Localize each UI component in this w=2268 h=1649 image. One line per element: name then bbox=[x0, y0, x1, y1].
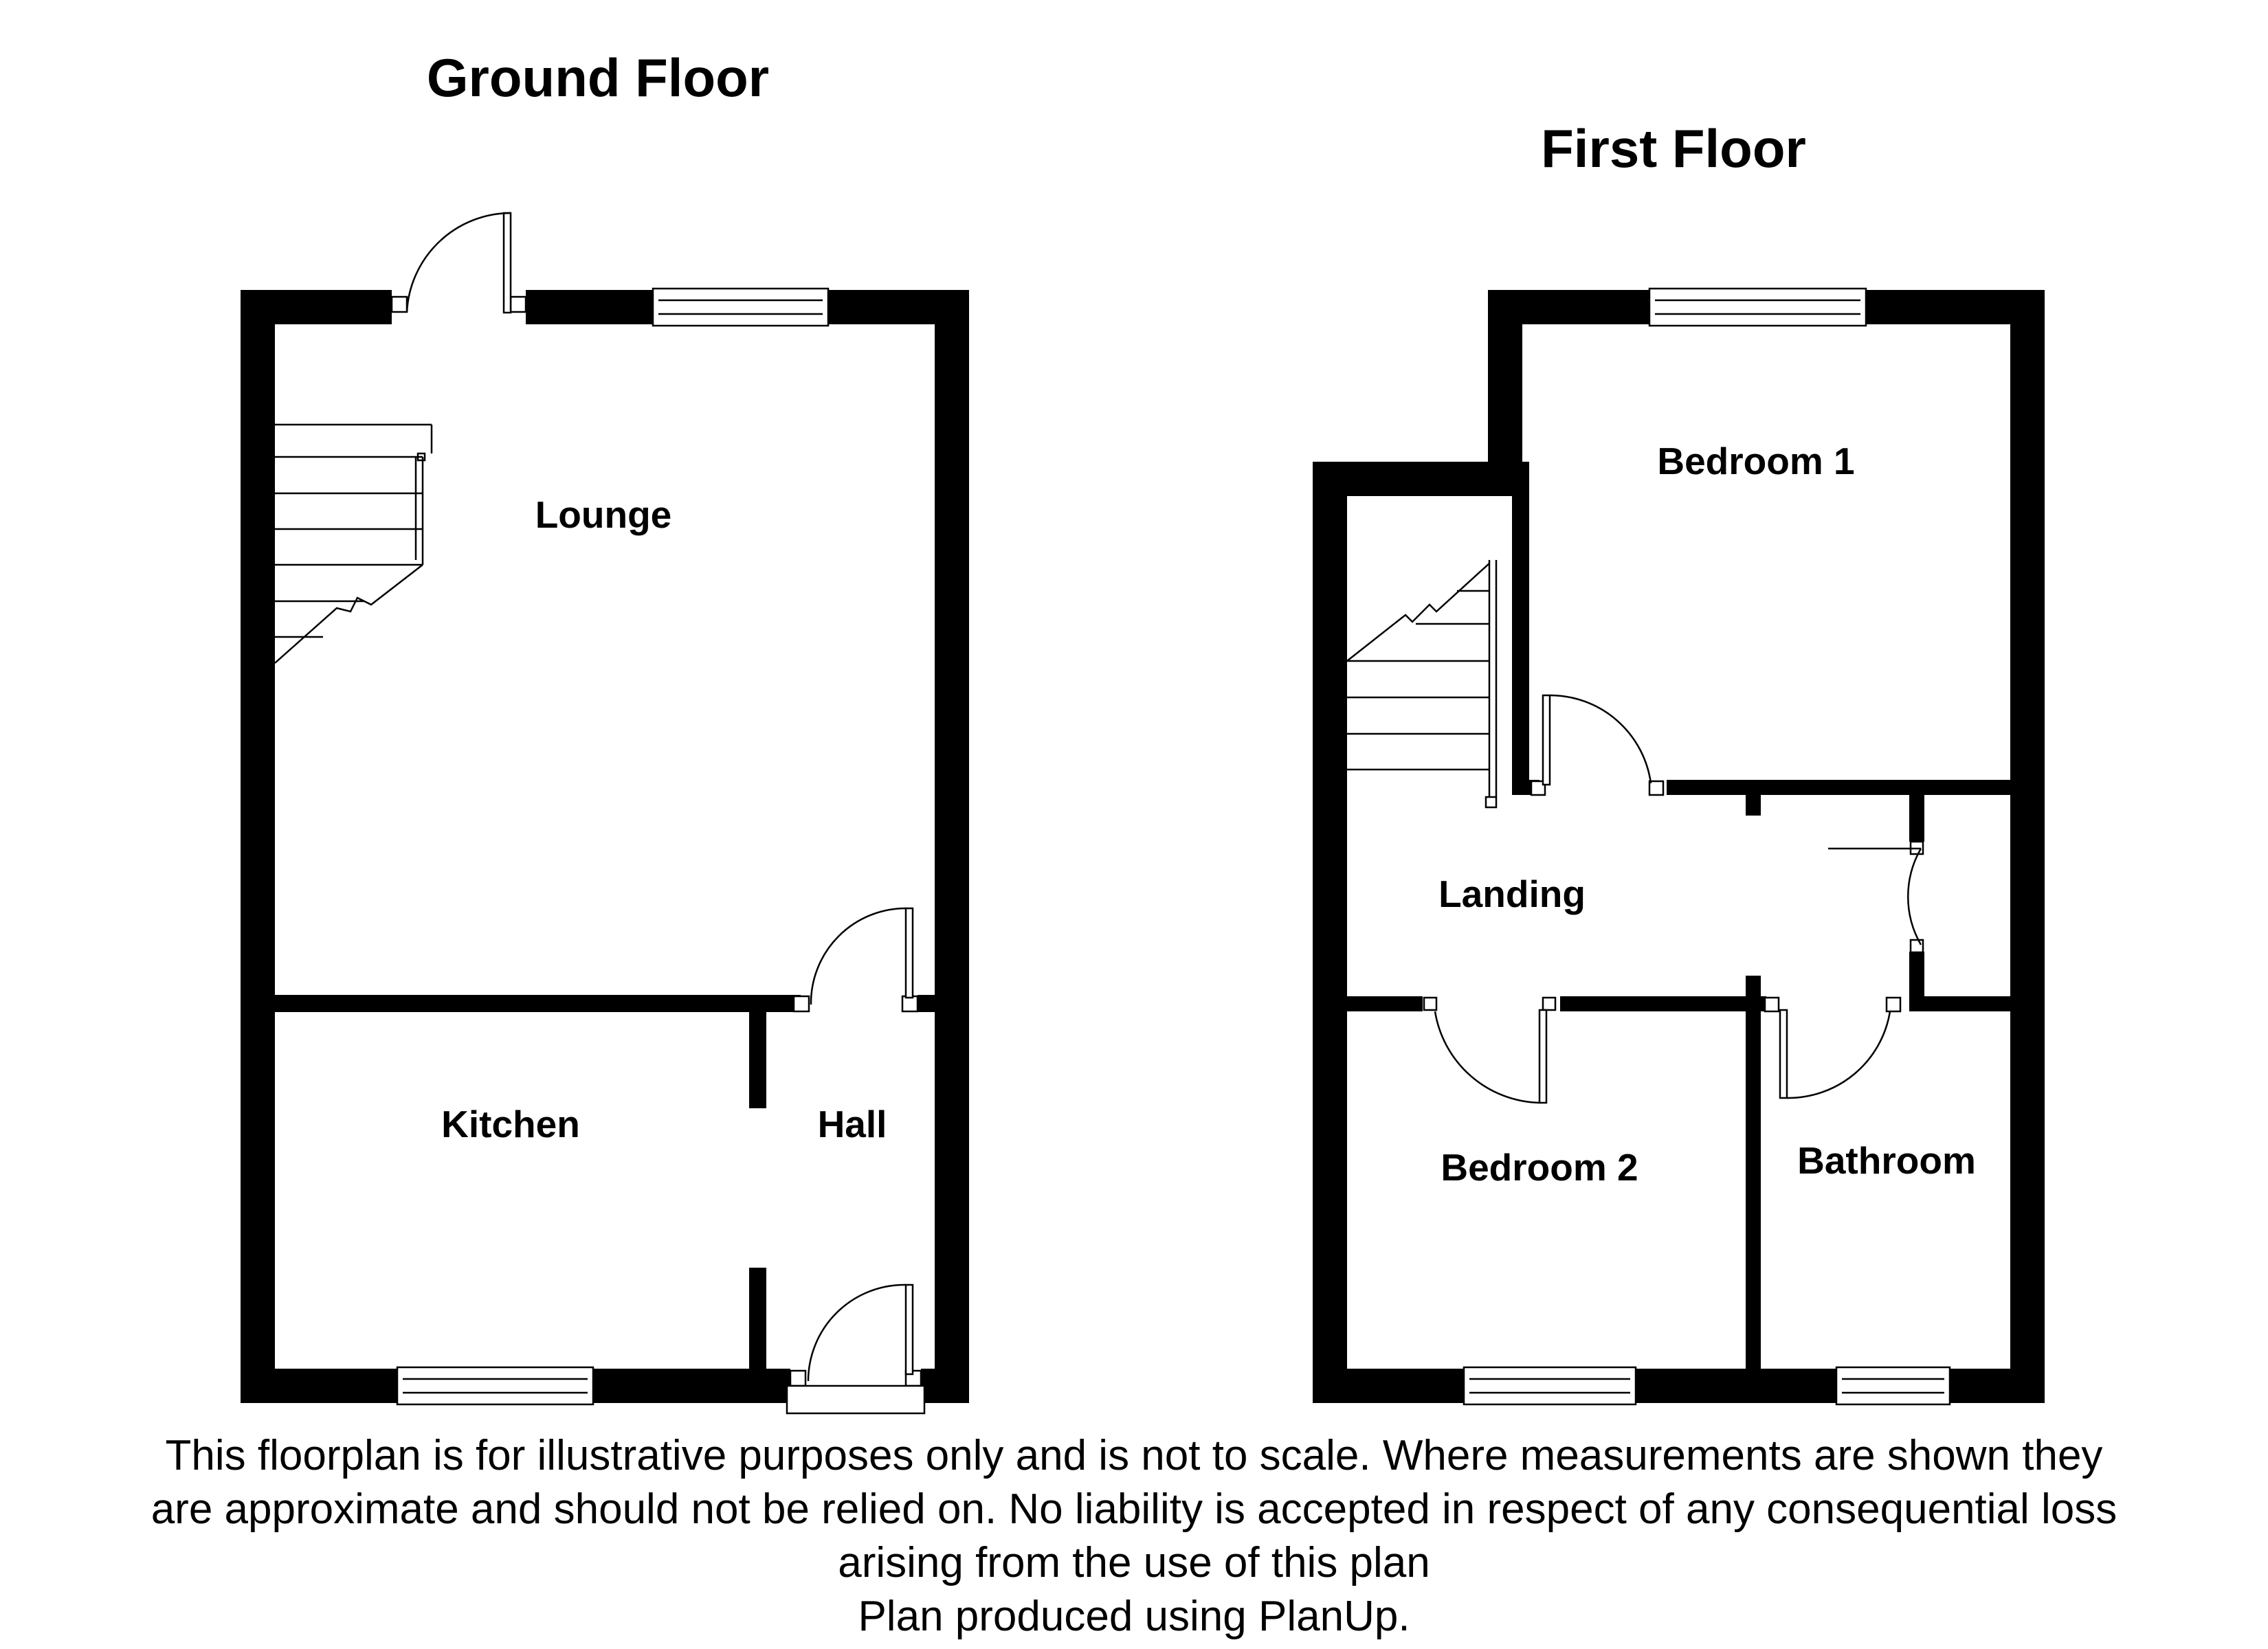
bedroom2-label: Bedroom 2 bbox=[1441, 1146, 1638, 1189]
ground-staircase bbox=[274, 423, 433, 664]
bedroom1-label: Bedroom 1 bbox=[1657, 440, 1854, 482]
lounge-label: Lounge bbox=[535, 493, 672, 536]
disclaimer-line: Plan produced using PlanUp. bbox=[858, 1593, 1410, 1640]
bathroom-label: Bathroom bbox=[1797, 1139, 1976, 1182]
bedroom1-window bbox=[1648, 287, 1867, 327]
disclaimer-line: are approximate and should not be relied… bbox=[151, 1485, 2117, 1533]
ground-inner-walls bbox=[275, 995, 935, 1369]
lounge-back-door bbox=[390, 212, 527, 314]
disclaimer-line: This floorplan is for illustrative purpo… bbox=[165, 1432, 2103, 1479]
first-floor-title: First Floor bbox=[1541, 118, 1806, 179]
ground-floor-title: Ground Floor bbox=[427, 47, 769, 108]
first-inner-walls bbox=[1347, 462, 2010, 1369]
bedroom2-door bbox=[1423, 996, 1557, 1104]
first-staircase bbox=[1346, 560, 1498, 809]
disclaimer-line: arising from the use of this plan bbox=[838, 1539, 1430, 1586]
bedroom1-door bbox=[1530, 694, 1665, 796]
bathroom-window bbox=[1835, 1366, 1951, 1406]
front-door bbox=[786, 1283, 926, 1415]
kitchen-window bbox=[396, 1366, 594, 1406]
first-outer-walls bbox=[1313, 290, 2045, 1403]
landing-label: Landing bbox=[1438, 873, 1586, 915]
bedroom2-window bbox=[1463, 1366, 1637, 1406]
lounge-window bbox=[652, 287, 830, 327]
kitchen-label: Kitchen bbox=[441, 1103, 580, 1145]
cupboard-door bbox=[1828, 840, 1924, 954]
hall-lounge-door bbox=[792, 907, 919, 1013]
bathroom-door bbox=[1764, 996, 1902, 1099]
disclaimer-text: This floorplan is for illustrative purpo… bbox=[0, 1429, 2268, 1644]
first-floor-plan: First Floor bbox=[1313, 118, 2045, 1406]
ground-floor-plan: Ground Floor bbox=[241, 47, 969, 1415]
hall-label: Hall bbox=[818, 1103, 887, 1145]
